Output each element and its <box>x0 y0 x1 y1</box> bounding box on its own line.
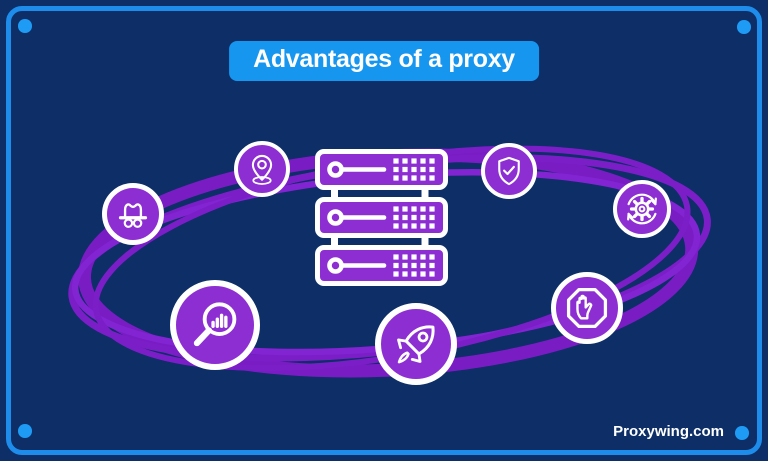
page-title: Advantages of a proxy <box>229 41 539 81</box>
corner-dot-top-right <box>737 20 751 34</box>
corner-dot-top-left <box>18 19 32 33</box>
location-node <box>234 141 290 197</box>
incognito-node <box>102 183 164 245</box>
brand-watermark: Proxywing.com <box>613 423 724 440</box>
incognito-icon <box>118 203 148 228</box>
sync-node <box>613 180 671 238</box>
gear-sync-icon <box>627 193 657 225</box>
corner-dot-bottom-right <box>735 426 749 440</box>
location-pin-icon <box>251 154 273 185</box>
stop-hand-icon <box>566 287 608 329</box>
blocking-node <box>551 272 623 344</box>
speed-node <box>375 303 457 385</box>
analytics-node <box>170 280 260 370</box>
shield-check-icon <box>498 156 520 186</box>
corner-dot-bottom-left <box>18 424 32 438</box>
security-node <box>481 143 537 199</box>
server-icon <box>315 149 448 286</box>
rocket-icon <box>397 325 435 364</box>
magnifier-chart-icon <box>193 302 237 347</box>
